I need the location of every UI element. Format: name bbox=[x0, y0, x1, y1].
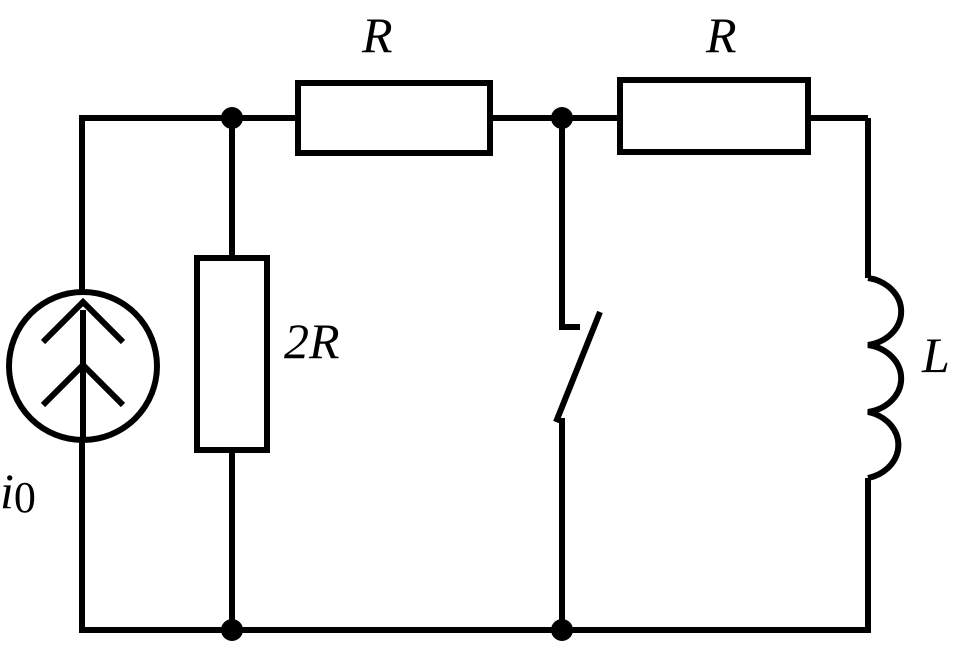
label-current-source: i0 bbox=[0, 463, 36, 522]
label-resistor-2r: 2R bbox=[284, 313, 340, 369]
label-resistor-top-left: R bbox=[361, 7, 393, 63]
current-source-arrowhead-upper bbox=[40, 297, 126, 345]
wires bbox=[79, 115, 871, 633]
node-bottom-middle bbox=[551, 619, 573, 641]
label-resistor-top-right: R bbox=[705, 7, 737, 63]
label-current-source-sub: 0 bbox=[14, 473, 36, 522]
current-source bbox=[6, 289, 160, 443]
current-source-arrowhead-lower bbox=[40, 360, 126, 408]
inductor-coil bbox=[867, 275, 905, 481]
resistor-2r bbox=[194, 255, 270, 453]
switch-wire-top bbox=[559, 118, 580, 330]
label-inductor: L bbox=[921, 327, 950, 383]
node-bottom-left bbox=[221, 619, 243, 641]
switch-blade bbox=[553, 310, 603, 424]
node-top-middle bbox=[551, 107, 573, 129]
resistor-top-right bbox=[617, 77, 811, 155]
node-top-left bbox=[221, 107, 243, 129]
label-current-source-main: i bbox=[0, 463, 14, 519]
resistor-top-left bbox=[295, 80, 493, 156]
